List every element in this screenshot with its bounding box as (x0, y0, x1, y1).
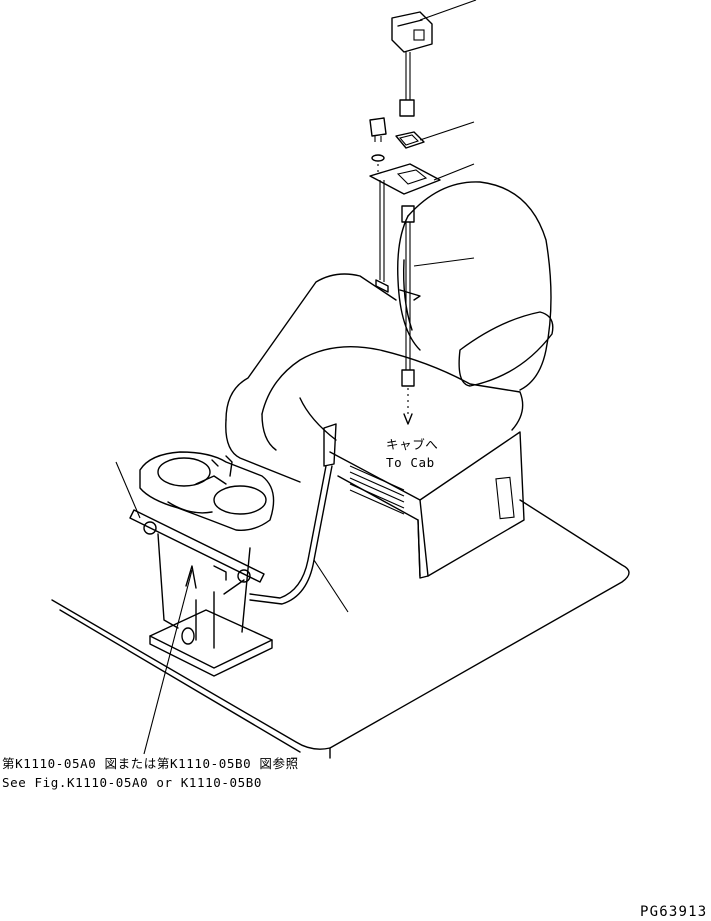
cab-note-en: To Cab (386, 455, 435, 470)
cover-plate (395, 121, 475, 149)
reference-note-en: See Fig.K1110-05A0 or K1110-05B0 (2, 775, 262, 790)
wiring-harness (399, 205, 475, 425)
cup-holder-stand (115, 451, 275, 677)
floor-plate (51, 499, 630, 759)
lever (249, 423, 349, 613)
cab-note-jp: キャブへ (386, 437, 438, 452)
bolt-washer (369, 117, 387, 175)
switch-assembly (391, 0, 477, 117)
reference-note-jp: 第K1110-05A0 図または第K1110-05B0 図参照 (2, 756, 299, 771)
operator-seat (225, 181, 554, 579)
bracket (369, 163, 475, 293)
figure-code: PG63913 (640, 904, 707, 920)
reference-arrow (143, 565, 197, 755)
